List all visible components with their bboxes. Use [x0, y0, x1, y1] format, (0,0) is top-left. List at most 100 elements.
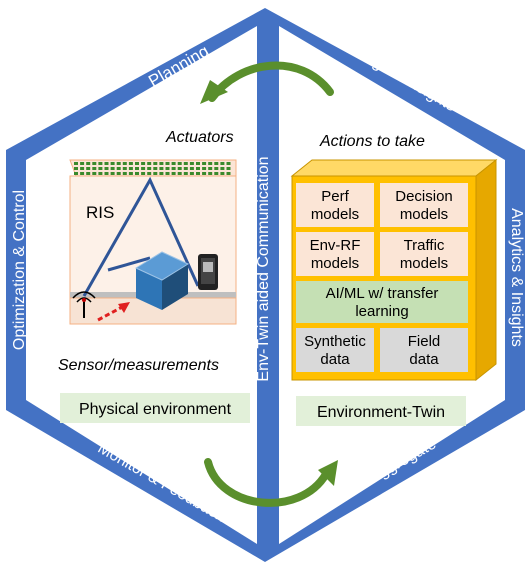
ris-element — [86, 162, 91, 165]
ris-element — [183, 172, 188, 175]
ris-element — [202, 162, 207, 165]
envrf-models-box — [296, 232, 374, 276]
top-curved-arrow — [208, 61, 334, 102]
ris-element — [177, 172, 182, 175]
env-twin-caption: Environment-Twin — [317, 404, 445, 421]
ris-element — [122, 172, 127, 175]
physical-env-caption: Physical environment — [79, 401, 232, 418]
ris-element — [110, 162, 115, 165]
ris-element — [196, 167, 200, 170]
ris-element — [147, 167, 152, 170]
envrf-models-line2: models — [311, 255, 359, 272]
ris-element — [208, 162, 213, 165]
ris-element — [202, 172, 207, 175]
ris-element — [226, 167, 231, 170]
perf-models-box — [296, 183, 374, 227]
ris-element — [165, 162, 170, 165]
ris-element — [226, 162, 231, 165]
ris-label: RIS — [86, 203, 114, 222]
ris-element — [80, 167, 85, 170]
envrf-models-line1: Env-RF — [310, 237, 361, 254]
ris-element — [122, 167, 127, 170]
ris-element — [92, 172, 97, 175]
traffic-models-line1: Traffic — [404, 237, 445, 254]
ris-element — [171, 162, 176, 165]
ris-element — [220, 162, 225, 165]
ris-element — [135, 172, 139, 175]
ris-element — [202, 167, 207, 170]
field-data-line2: data — [409, 351, 439, 368]
ris-element — [165, 172, 170, 175]
ris-element — [171, 172, 176, 175]
ris-element — [177, 162, 182, 165]
aiml-box — [296, 281, 468, 323]
ris-element — [104, 167, 109, 170]
ris-grid — [74, 162, 231, 175]
physical-env-caption-bg — [60, 393, 250, 423]
ris-element — [104, 162, 109, 165]
decision-models-line2: models — [400, 206, 448, 223]
ris-element — [80, 162, 85, 165]
aiml-line2: learning — [355, 303, 408, 320]
antenna-icon — [72, 291, 96, 318]
ris-element — [189, 162, 194, 165]
red-arrow-head — [118, 302, 130, 313]
ris-element — [153, 167, 158, 170]
traffic-models-line2: models — [400, 255, 448, 272]
ris-element — [98, 172, 103, 175]
ris-element — [128, 172, 133, 175]
signal-path — [82, 176, 200, 297]
top-arrow-head — [200, 80, 228, 104]
ris-element — [220, 167, 225, 170]
ris-element — [171, 167, 176, 170]
blue-cube-icon — [134, 251, 190, 310]
ris-element — [208, 167, 213, 170]
ris-element — [141, 172, 146, 175]
bottom-arrow-head — [318, 460, 338, 486]
red-dashed-arrow — [97, 304, 125, 322]
ris-element — [128, 162, 133, 165]
actuators-label: Actuators — [165, 129, 234, 146]
ris-element — [165, 167, 170, 170]
ris-element — [74, 172, 78, 175]
ris-element — [92, 162, 97, 165]
ris-element — [214, 162, 219, 165]
ris-element — [196, 172, 200, 175]
actions-label: Actions to take — [319, 133, 425, 150]
ris-element — [116, 162, 121, 165]
synthetic-data-line2: data — [320, 351, 350, 368]
ris-element — [183, 162, 188, 165]
synthetic-data-line1: Synthetic — [304, 333, 366, 350]
ris-element — [220, 172, 225, 175]
ris-element — [159, 162, 164, 165]
ring-label-analytics: Analytics & Insights — [508, 208, 525, 347]
ris-element — [98, 167, 103, 170]
ris-element — [153, 162, 158, 165]
ris-element — [74, 162, 78, 165]
decision-models-box — [380, 183, 468, 227]
ris-element — [104, 172, 109, 175]
ris-element — [153, 172, 158, 175]
ris-element — [92, 167, 97, 170]
field-data-box — [380, 328, 468, 372]
bottom-curved-arrow — [204, 458, 330, 507]
ris-element — [147, 162, 152, 165]
ris-element — [141, 167, 146, 170]
ris-element — [116, 167, 121, 170]
ris-element — [183, 167, 188, 170]
ris-element — [196, 162, 200, 165]
ring-label-optimization: Optimization & Control — [11, 190, 28, 350]
traffic-models-box — [380, 232, 468, 276]
ris-element — [80, 172, 85, 175]
ris-element — [128, 167, 133, 170]
ris-element — [226, 172, 231, 175]
ris-element — [110, 172, 115, 175]
ris-element — [110, 167, 115, 170]
synthetic-data-box — [296, 328, 374, 372]
aiml-line1: AI/ML w/ transfer — [326, 285, 439, 302]
ris-element — [214, 167, 219, 170]
ring-label-center: Env-Twin aided Communication — [255, 156, 272, 381]
ris-element — [98, 162, 103, 165]
ris-element — [86, 167, 91, 170]
